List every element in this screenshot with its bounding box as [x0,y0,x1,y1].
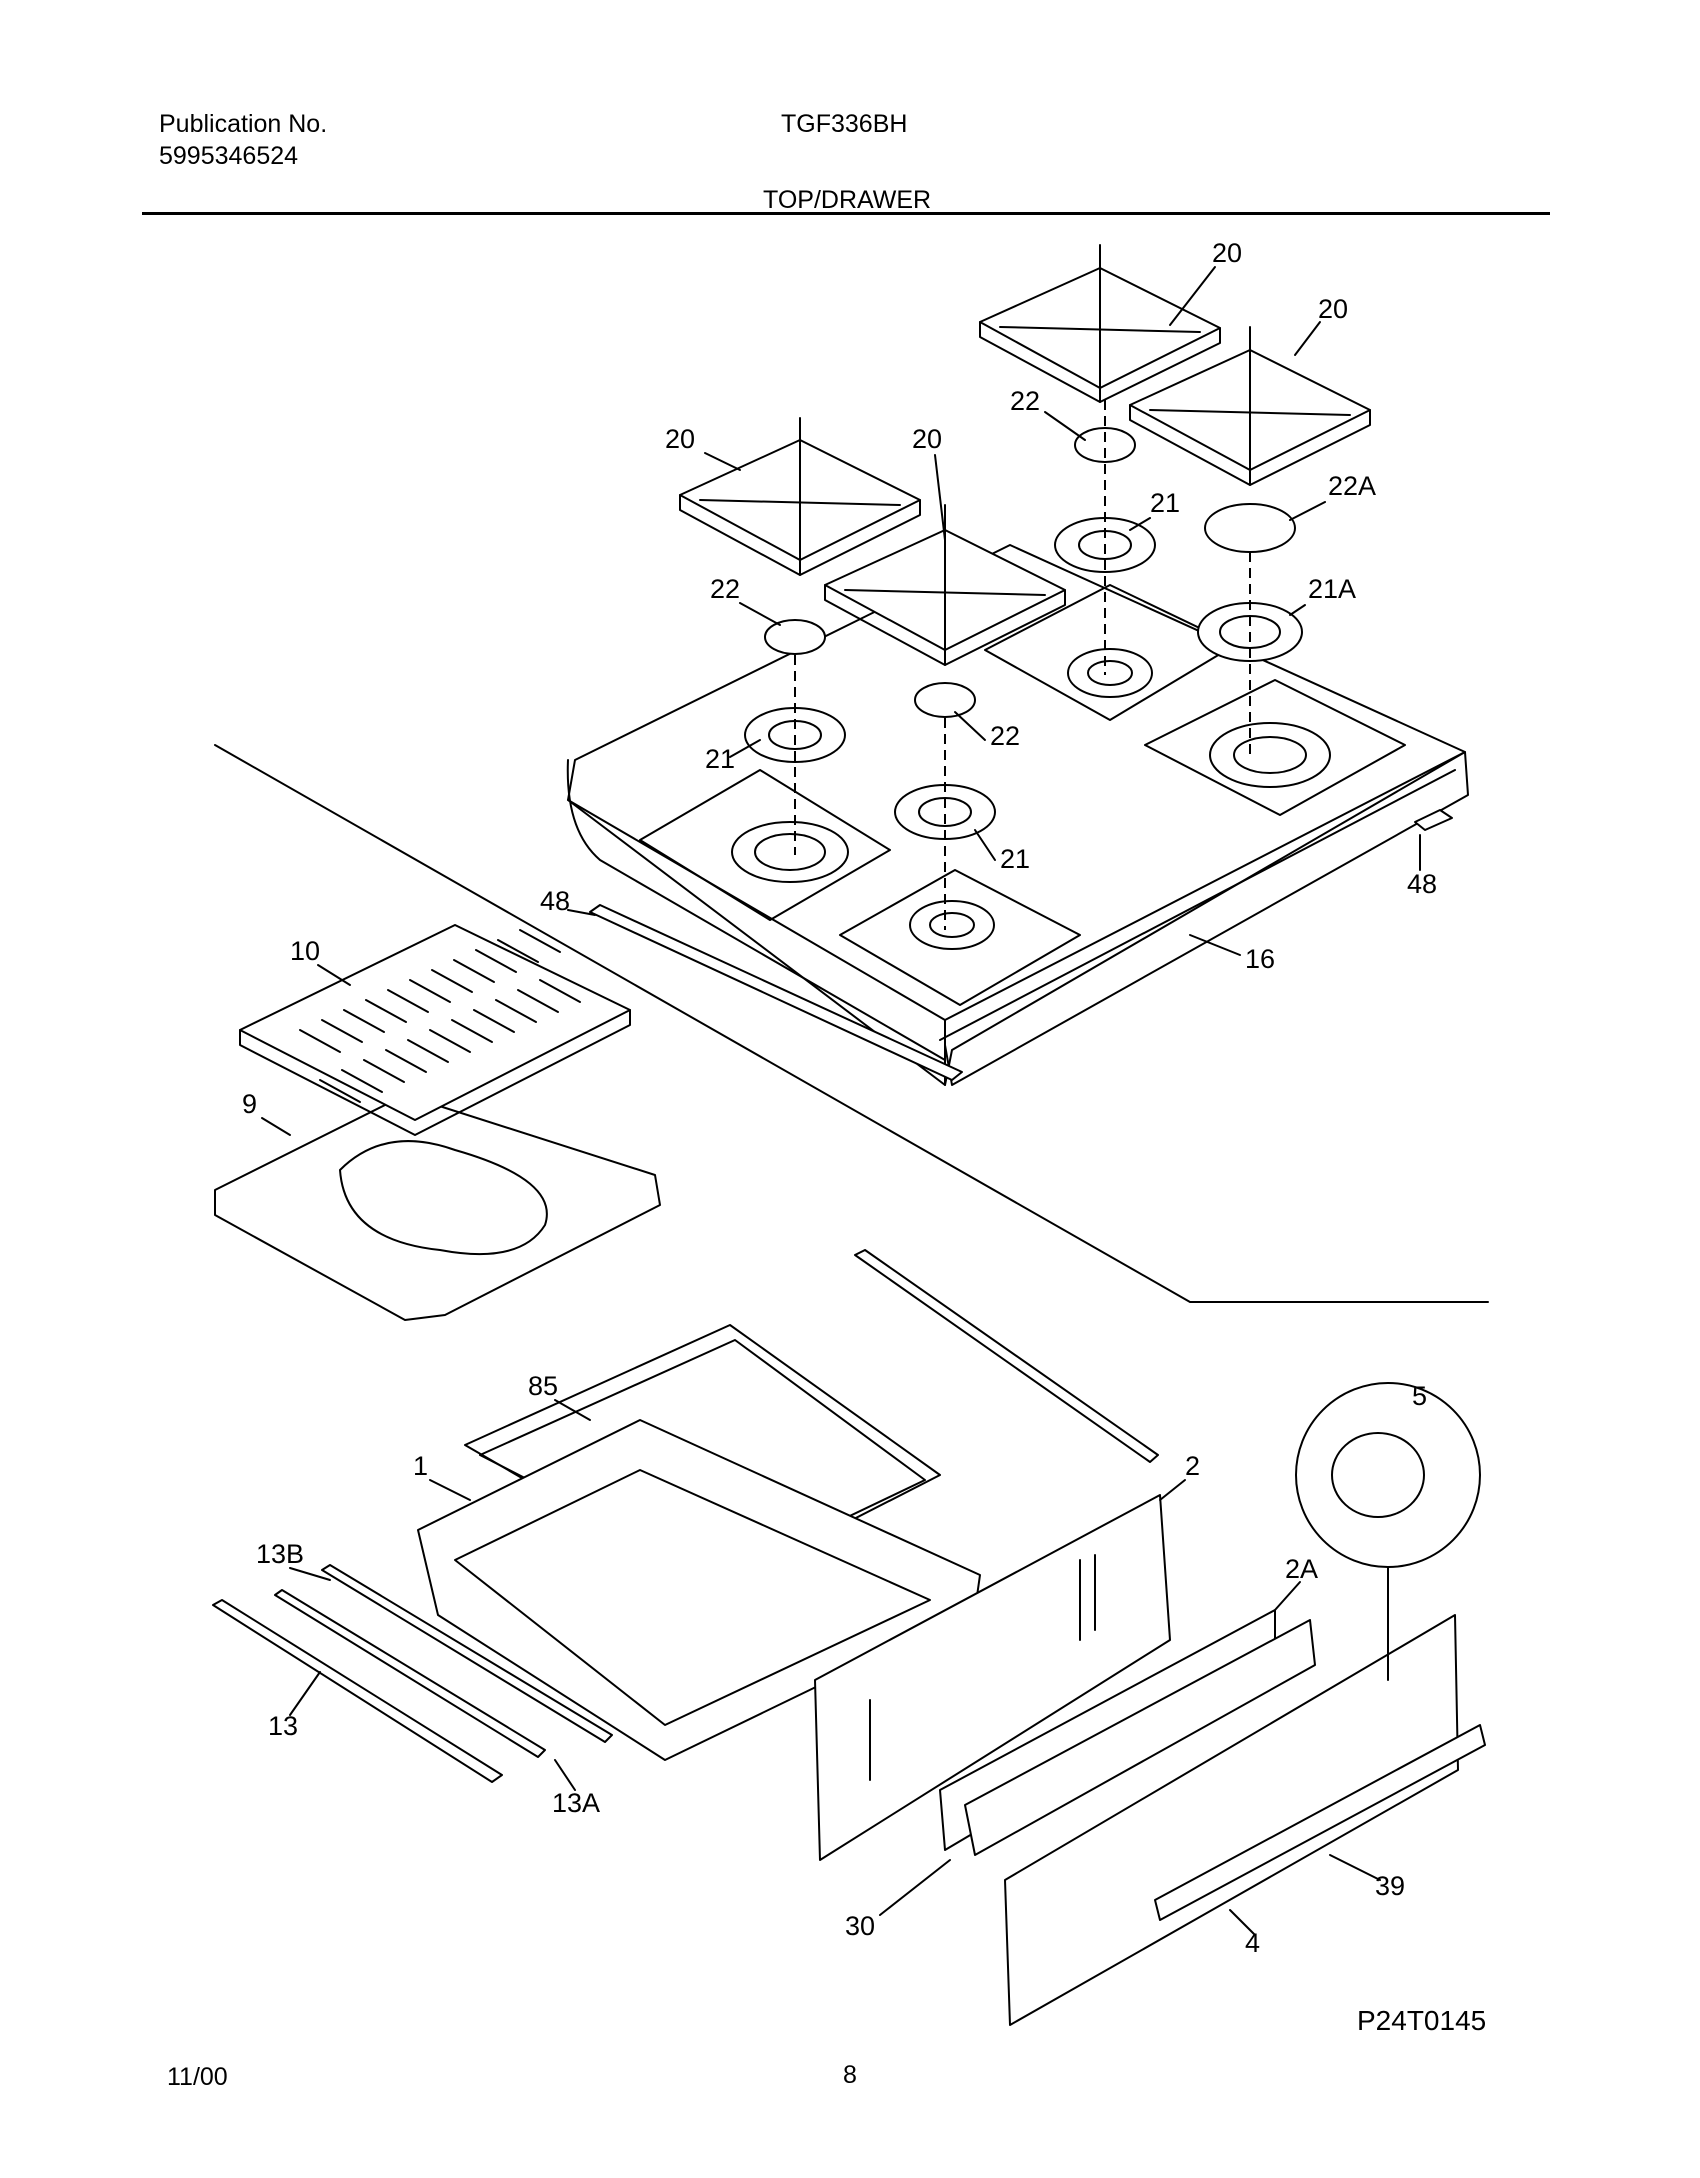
cooktop-part [566,544,1469,1086]
broiler-grid-slot [431,969,473,993]
footer-page-number: 8 [843,2061,857,2089]
section-title: TOP/DRAWER [763,186,932,214]
callout-slide-13a: 13A [552,1788,600,1818]
callout-front-30: 30 [845,1911,875,1941]
broiler-grid-slot [365,999,407,1023]
burner-centerlines [794,400,1251,930]
callout-trim-right: 48 [1407,869,1437,899]
callout-head-back: 21 [1150,488,1180,518]
broiler-grid-slot [319,1079,361,1103]
broiler-grid-slot [363,1059,405,1083]
callout-cooktop: 16 [1245,944,1275,974]
broiler-pan [214,1094,661,1321]
header-rule [142,212,1550,215]
broiler-grid-slot [453,959,495,983]
leader-lines [261,266,1421,1936]
broiler-grid-slot [429,1029,471,1053]
broiler-grid [239,924,631,1136]
grate-back [979,244,1221,403]
burner-caps [764,427,1296,718]
callout-grate-right: 20 [1318,294,1348,324]
drawer-front-2a [939,1609,1316,1856]
footer-date: 11/00 [167,2063,228,2091]
callout-cap-back: 22 [1010,386,1040,416]
section-divider-line [214,744,1489,1303]
callout-broiler-grid: 10 [290,936,320,966]
broiler-grid-slot [387,989,429,1013]
broiler-grid-slot [451,1019,493,1043]
knob-detail [1295,1382,1481,1681]
callout-labels: 20 20 20 20 22 22 22 22A 21 21 21 21A 16… [242,238,1437,1958]
broiler-grid-slot [473,1009,515,1033]
callout-cap-center: 22 [990,721,1020,751]
broiler-grid-slot [343,1009,385,1033]
callout-grate-back: 20 [1212,238,1242,268]
callout-knob: 5 [1412,1381,1427,1411]
grate-left [679,417,921,576]
drawer-rail-top [854,1249,1159,1463]
publication-label: Publication No. [159,110,328,138]
callout-slide-13b: 13B [256,1539,304,1569]
trim-strip-right [1414,809,1453,831]
callout-head-center: 21 [1000,844,1030,874]
callout-grate-center: 20 [912,424,942,454]
broiler-grid-slot [299,1029,341,1053]
broiler-grid-slot [321,1019,363,1043]
broiler-grid-slot [497,939,539,963]
callout-drawer-body: 1 [413,1451,428,1481]
broiler-grid-slot [519,929,561,953]
callout-head-large: 21A [1308,574,1356,604]
callout-cap-large: 22A [1328,471,1376,501]
callout-trim-left: 48 [540,886,570,916]
drawer-front-panel [1004,1614,1486,2026]
callout-head-left: 21 [705,744,735,774]
broiler-grid-slot [475,949,517,973]
grate-right [1129,326,1371,486]
broiler-grid-slot [341,1069,383,1093]
broiler-grid-slot [495,999,537,1023]
trim-strip-left [589,904,963,1081]
callout-grate-left: 20 [665,424,695,454]
callout-front-39: 39 [1375,1871,1405,1901]
model-number: TGF336BH [781,110,908,138]
callout-front-2a: 2A [1285,1554,1318,1584]
callout-broiler-pan: 9 [242,1089,257,1119]
broiler-grid-slot [539,979,581,1003]
callout-rack: 85 [528,1371,558,1401]
callout-cap-left: 22 [710,574,740,604]
broiler-grid-slot [517,989,559,1013]
drawer-side-panel [814,1494,1171,1861]
callout-slide-13: 13 [268,1711,298,1741]
broiler-grid-slot [385,1049,427,1073]
broiler-grid-slot [407,1039,449,1063]
drawer-slides [212,1564,613,1783]
publication-number: 5995346524 [159,142,299,170]
figure-code: P24T0145 [1357,2005,1487,2036]
callout-side-panel: 2 [1185,1451,1200,1481]
broiler-grid-slot [409,979,451,1003]
callout-front-4: 4 [1245,1928,1260,1958]
